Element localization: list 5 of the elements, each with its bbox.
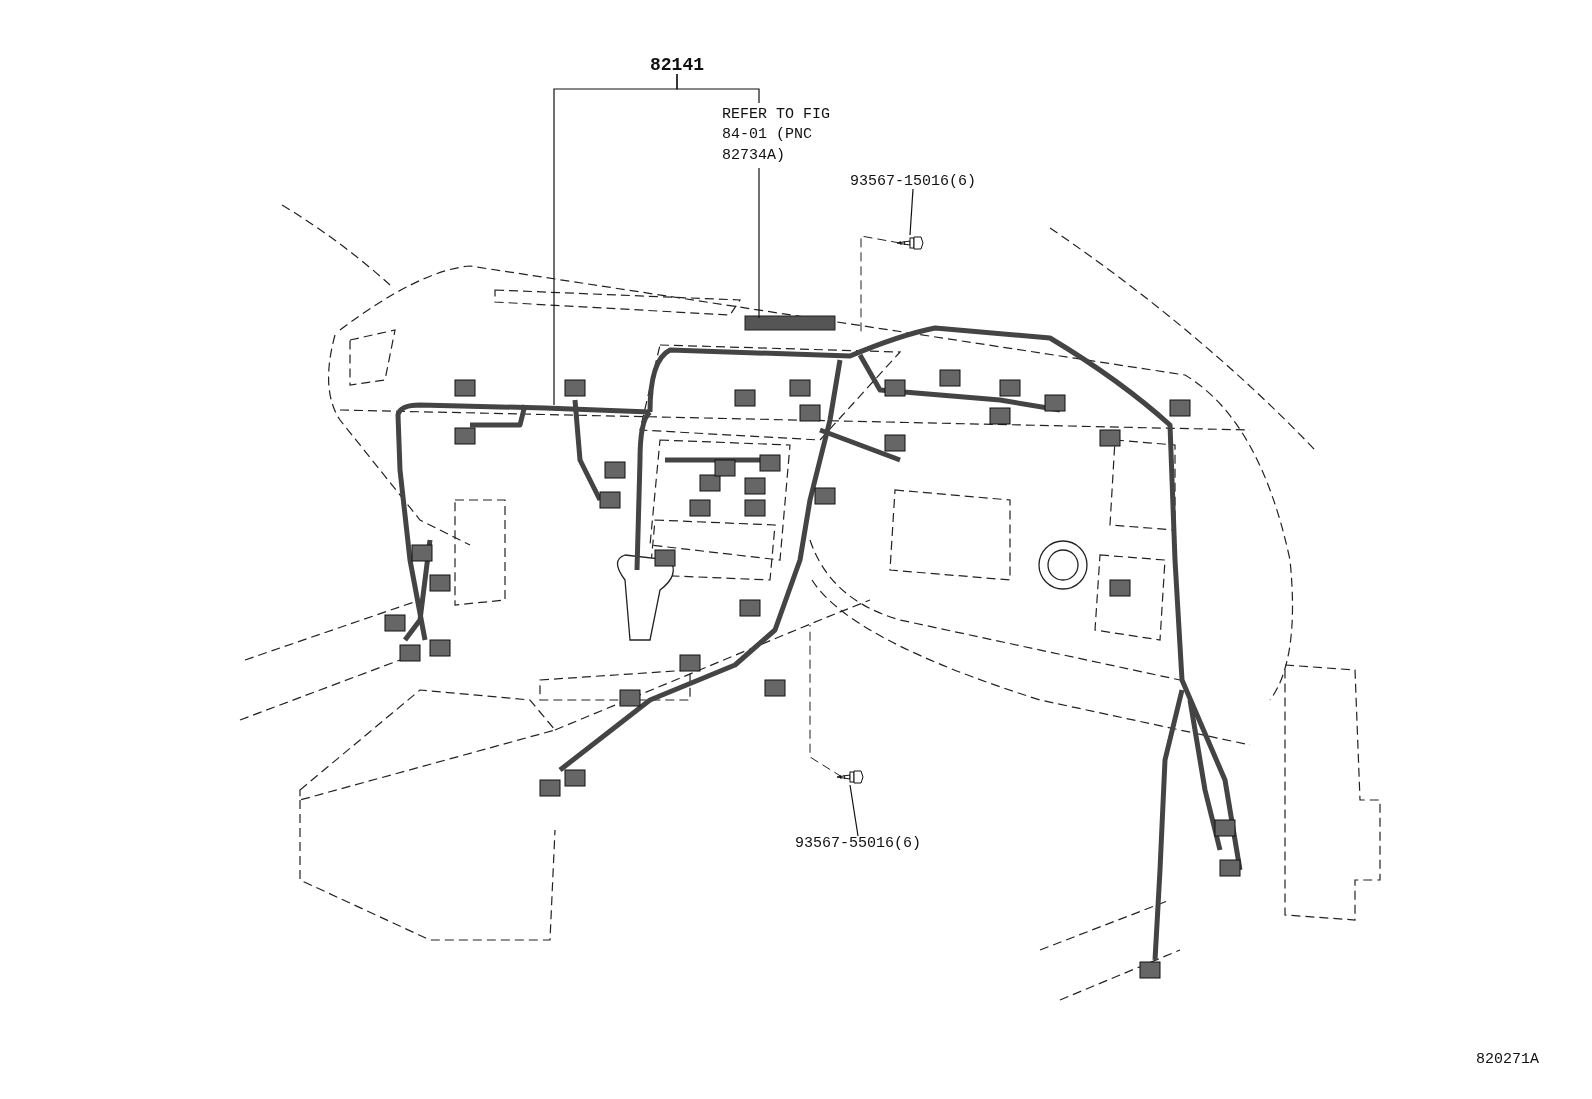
part-number: 93567-15016(6) [850,174,977,189]
leader-line [849,784,859,837]
part-number: 93567-55016(6) [795,836,922,851]
leader-line [909,188,914,236]
part-number: 82141 [650,56,704,74]
